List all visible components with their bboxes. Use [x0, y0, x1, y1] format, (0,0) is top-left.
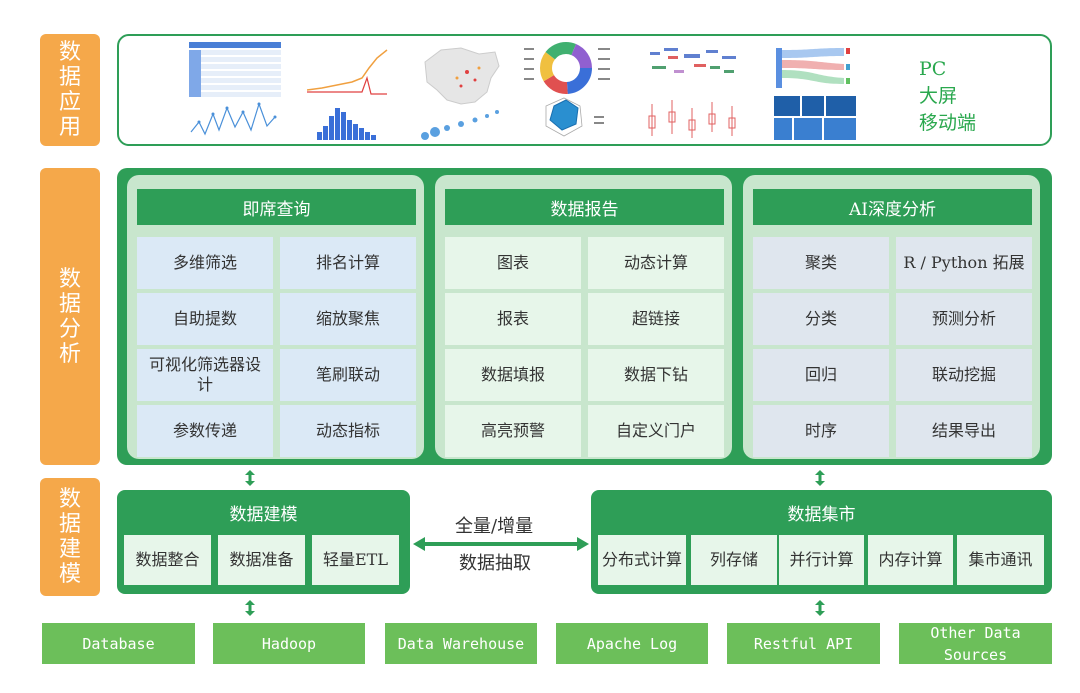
source-apache-log: Apache Log — [556, 623, 708, 664]
feature-cell: 数据填报 — [445, 349, 581, 401]
mart-cell: 内存计算 — [868, 535, 953, 585]
mart-cell: 分布式计算 — [598, 535, 686, 585]
mart-cell: 并行计算 — [779, 535, 864, 585]
side-label-analysis-text: 数据分析 — [58, 266, 81, 367]
source-data-warehouse: Data Warehouse — [385, 623, 537, 664]
feature-cell: 参数传递 — [137, 405, 273, 457]
mart-cell: 集市通讯 — [957, 535, 1044, 585]
client-mobile: 移动端 — [919, 112, 977, 134]
feature-cell: 排名计算 — [280, 237, 416, 289]
up-down-arrow-icon — [245, 470, 255, 486]
source-database: Database — [42, 623, 195, 664]
feature-cell: 分类 — [753, 293, 889, 345]
data-modeling-box: 数据建模 数据整合 数据准备 轻量ETL — [117, 490, 410, 594]
side-label-modeling-text: 数据建模 — [58, 487, 81, 587]
client-pc: PC — [919, 58, 947, 80]
group-title-data-report: 数据报告 — [445, 189, 724, 225]
up-down-arrow-icon — [815, 600, 825, 616]
modeling-cell: 数据整合 — [124, 535, 211, 585]
group-title-adhoc-query: 即席查询 — [137, 189, 416, 225]
modeling-cell: 数据准备 — [218, 535, 305, 585]
line-histogram-thumbnail — [307, 49, 388, 140]
feature-cell: 图表 — [445, 237, 581, 289]
side-label-application-text: 数据应用 — [58, 40, 81, 140]
group-title-ai-analysis: AI深度分析 — [753, 189, 1032, 225]
map-scatter-thumbnail — [421, 47, 500, 140]
feature-cell: 超链接 — [588, 293, 724, 345]
feature-cell: 动态指标 — [280, 405, 416, 457]
table-chart-thumbnail — [189, 42, 281, 136]
client-list: PC 大屏 移动端 — [919, 56, 976, 137]
left-right-arrow-icon — [413, 537, 589, 551]
group-ai-analysis: AI深度分析 聚类 R / Python 拓展 分类 预测分析 回归 联动挖掘 … — [743, 175, 1040, 459]
wordcloud-boxplot-thumbnail — [648, 48, 736, 138]
feature-cell: 动态计算 — [588, 237, 724, 289]
data-mart-title: 数据集市 — [787, 505, 856, 525]
side-label-application: 数据应用 — [40, 34, 100, 146]
mart-cell: 列存储 — [691, 535, 777, 585]
feature-cell: 自定义门户 — [588, 405, 724, 457]
feature-cell: 笔刷联动 — [280, 349, 416, 401]
up-down-arrow-icon — [245, 600, 255, 616]
sankey-treemap-thumbnail — [774, 48, 856, 140]
application-panel: PC 大屏 移动端 — [117, 34, 1052, 146]
feature-cell: 缩放聚焦 — [280, 293, 416, 345]
feature-cell: R / Python 拓展 — [896, 237, 1032, 289]
feature-cell: 数据下钻 — [588, 349, 724, 401]
feature-cell: 预测分析 — [896, 293, 1032, 345]
feature-cell: 结果导出 — [896, 405, 1032, 457]
analysis-panel: 即席查询 多维筛选 排名计算 自助提数 缩放聚焦 可视化筛选器设计 笔刷联动 参… — [117, 168, 1052, 465]
source-restful-api: Restful API — [727, 623, 880, 664]
feature-cell: 报表 — [445, 293, 581, 345]
data-mart-box: 数据集市 分布式计算 列存储 并行计算 内存计算 集市通讯 — [591, 490, 1052, 594]
donut-radar-thumbnail — [524, 42, 610, 137]
feature-cell: 自助提数 — [137, 293, 273, 345]
feature-cell: 聚类 — [753, 237, 889, 289]
modeling-cell: 轻量ETL — [312, 535, 399, 585]
feature-cell: 可视化筛选器设计 — [137, 349, 273, 401]
group-adhoc-query: 即席查询 多维筛选 排名计算 自助提数 缩放聚焦 可视化筛选器设计 笔刷联动 参… — [127, 175, 424, 459]
feature-cell: 联动挖掘 — [896, 349, 1032, 401]
feature-cell: 多维筛选 — [137, 237, 273, 289]
data-modeling-title: 数据建模 — [229, 505, 298, 525]
feature-cell: 时序 — [753, 405, 889, 457]
group-data-report: 数据报告 图表 动态计算 报表 超链接 数据填报 数据下钻 高亮预警 自定义门户 — [435, 175, 732, 459]
extraction-label-top: 全量/增量 — [455, 516, 534, 537]
source-hadoop: Hadoop — [213, 623, 365, 664]
source-other: Other Data Sources — [899, 623, 1052, 664]
client-big-screen: 大屏 — [919, 85, 958, 107]
side-label-modeling: 数据建模 — [40, 478, 100, 596]
feature-cell: 高亮预警 — [445, 405, 581, 457]
extraction-label-bottom: 数据抽取 — [459, 553, 531, 574]
side-label-analysis: 数据分析 — [40, 168, 100, 465]
up-down-arrow-icon — [815, 470, 825, 486]
feature-cell: 回归 — [753, 349, 889, 401]
